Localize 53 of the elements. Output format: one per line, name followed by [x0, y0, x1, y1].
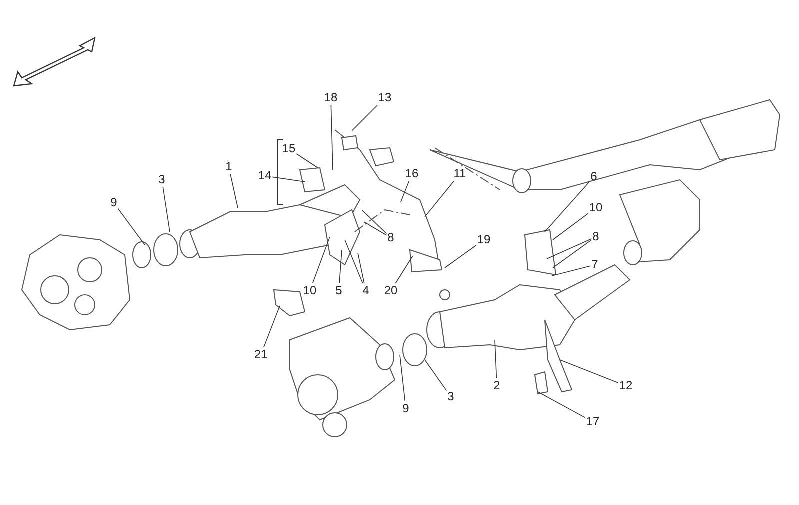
leader-line [546, 238, 592, 260]
leader-line [424, 181, 454, 218]
callout-number: 17 [586, 416, 600, 428]
leader-line [544, 182, 590, 232]
leader-line [296, 154, 318, 168]
leader-line [118, 208, 146, 246]
callout-number: 3 [448, 390, 454, 404]
callout-number: 7 [592, 258, 598, 272]
callout-number: 13 [378, 92, 392, 104]
callout-number: 9 [402, 402, 410, 416]
leader-line [339, 250, 342, 284]
callout-number: 4 [362, 284, 370, 298]
callout-number: 19 [477, 234, 491, 246]
leader-line [344, 240, 364, 284]
leader-line [424, 360, 448, 392]
leader-line [358, 252, 365, 284]
leader-line [494, 340, 498, 379]
callout-number: 9 [110, 196, 118, 210]
leader-line [395, 256, 414, 284]
callout-number: 8 [388, 232, 394, 244]
callout-number: 16 [405, 168, 419, 180]
leader-line [538, 392, 586, 418]
leader-line [400, 181, 410, 202]
callout-number: 8 [592, 230, 600, 244]
callout-number: 21 [254, 348, 268, 362]
callout-number: 14 [258, 170, 272, 182]
callout-number: 10 [303, 284, 317, 298]
callout-number: 2 [494, 380, 500, 392]
leader-line [362, 210, 388, 234]
leader-line [552, 240, 592, 268]
callout-number: 12 [619, 380, 633, 392]
callout-number: 5 [336, 284, 342, 298]
leader-line [400, 354, 406, 402]
leader-line [272, 176, 306, 182]
leader-line [312, 236, 330, 284]
callout-number: 10 [589, 202, 603, 214]
leader-line [352, 105, 378, 132]
leader-line [560, 360, 619, 384]
leader-line [330, 105, 334, 170]
leader-line [552, 266, 592, 276]
callout-number: 18 [324, 92, 338, 104]
leader-line [364, 222, 388, 236]
callout-number: 6 [590, 170, 598, 184]
leader-line [162, 187, 170, 232]
callout-number: 3 [158, 174, 166, 186]
leader-line [444, 245, 477, 268]
leader-line [230, 174, 238, 208]
callout-number: 20 [384, 284, 398, 298]
leader-line [552, 213, 589, 240]
leader-line [264, 306, 280, 348]
callout-number: 11 [454, 168, 466, 180]
callout-number: 15 [282, 142, 296, 156]
callout-number: 1 [226, 160, 232, 174]
